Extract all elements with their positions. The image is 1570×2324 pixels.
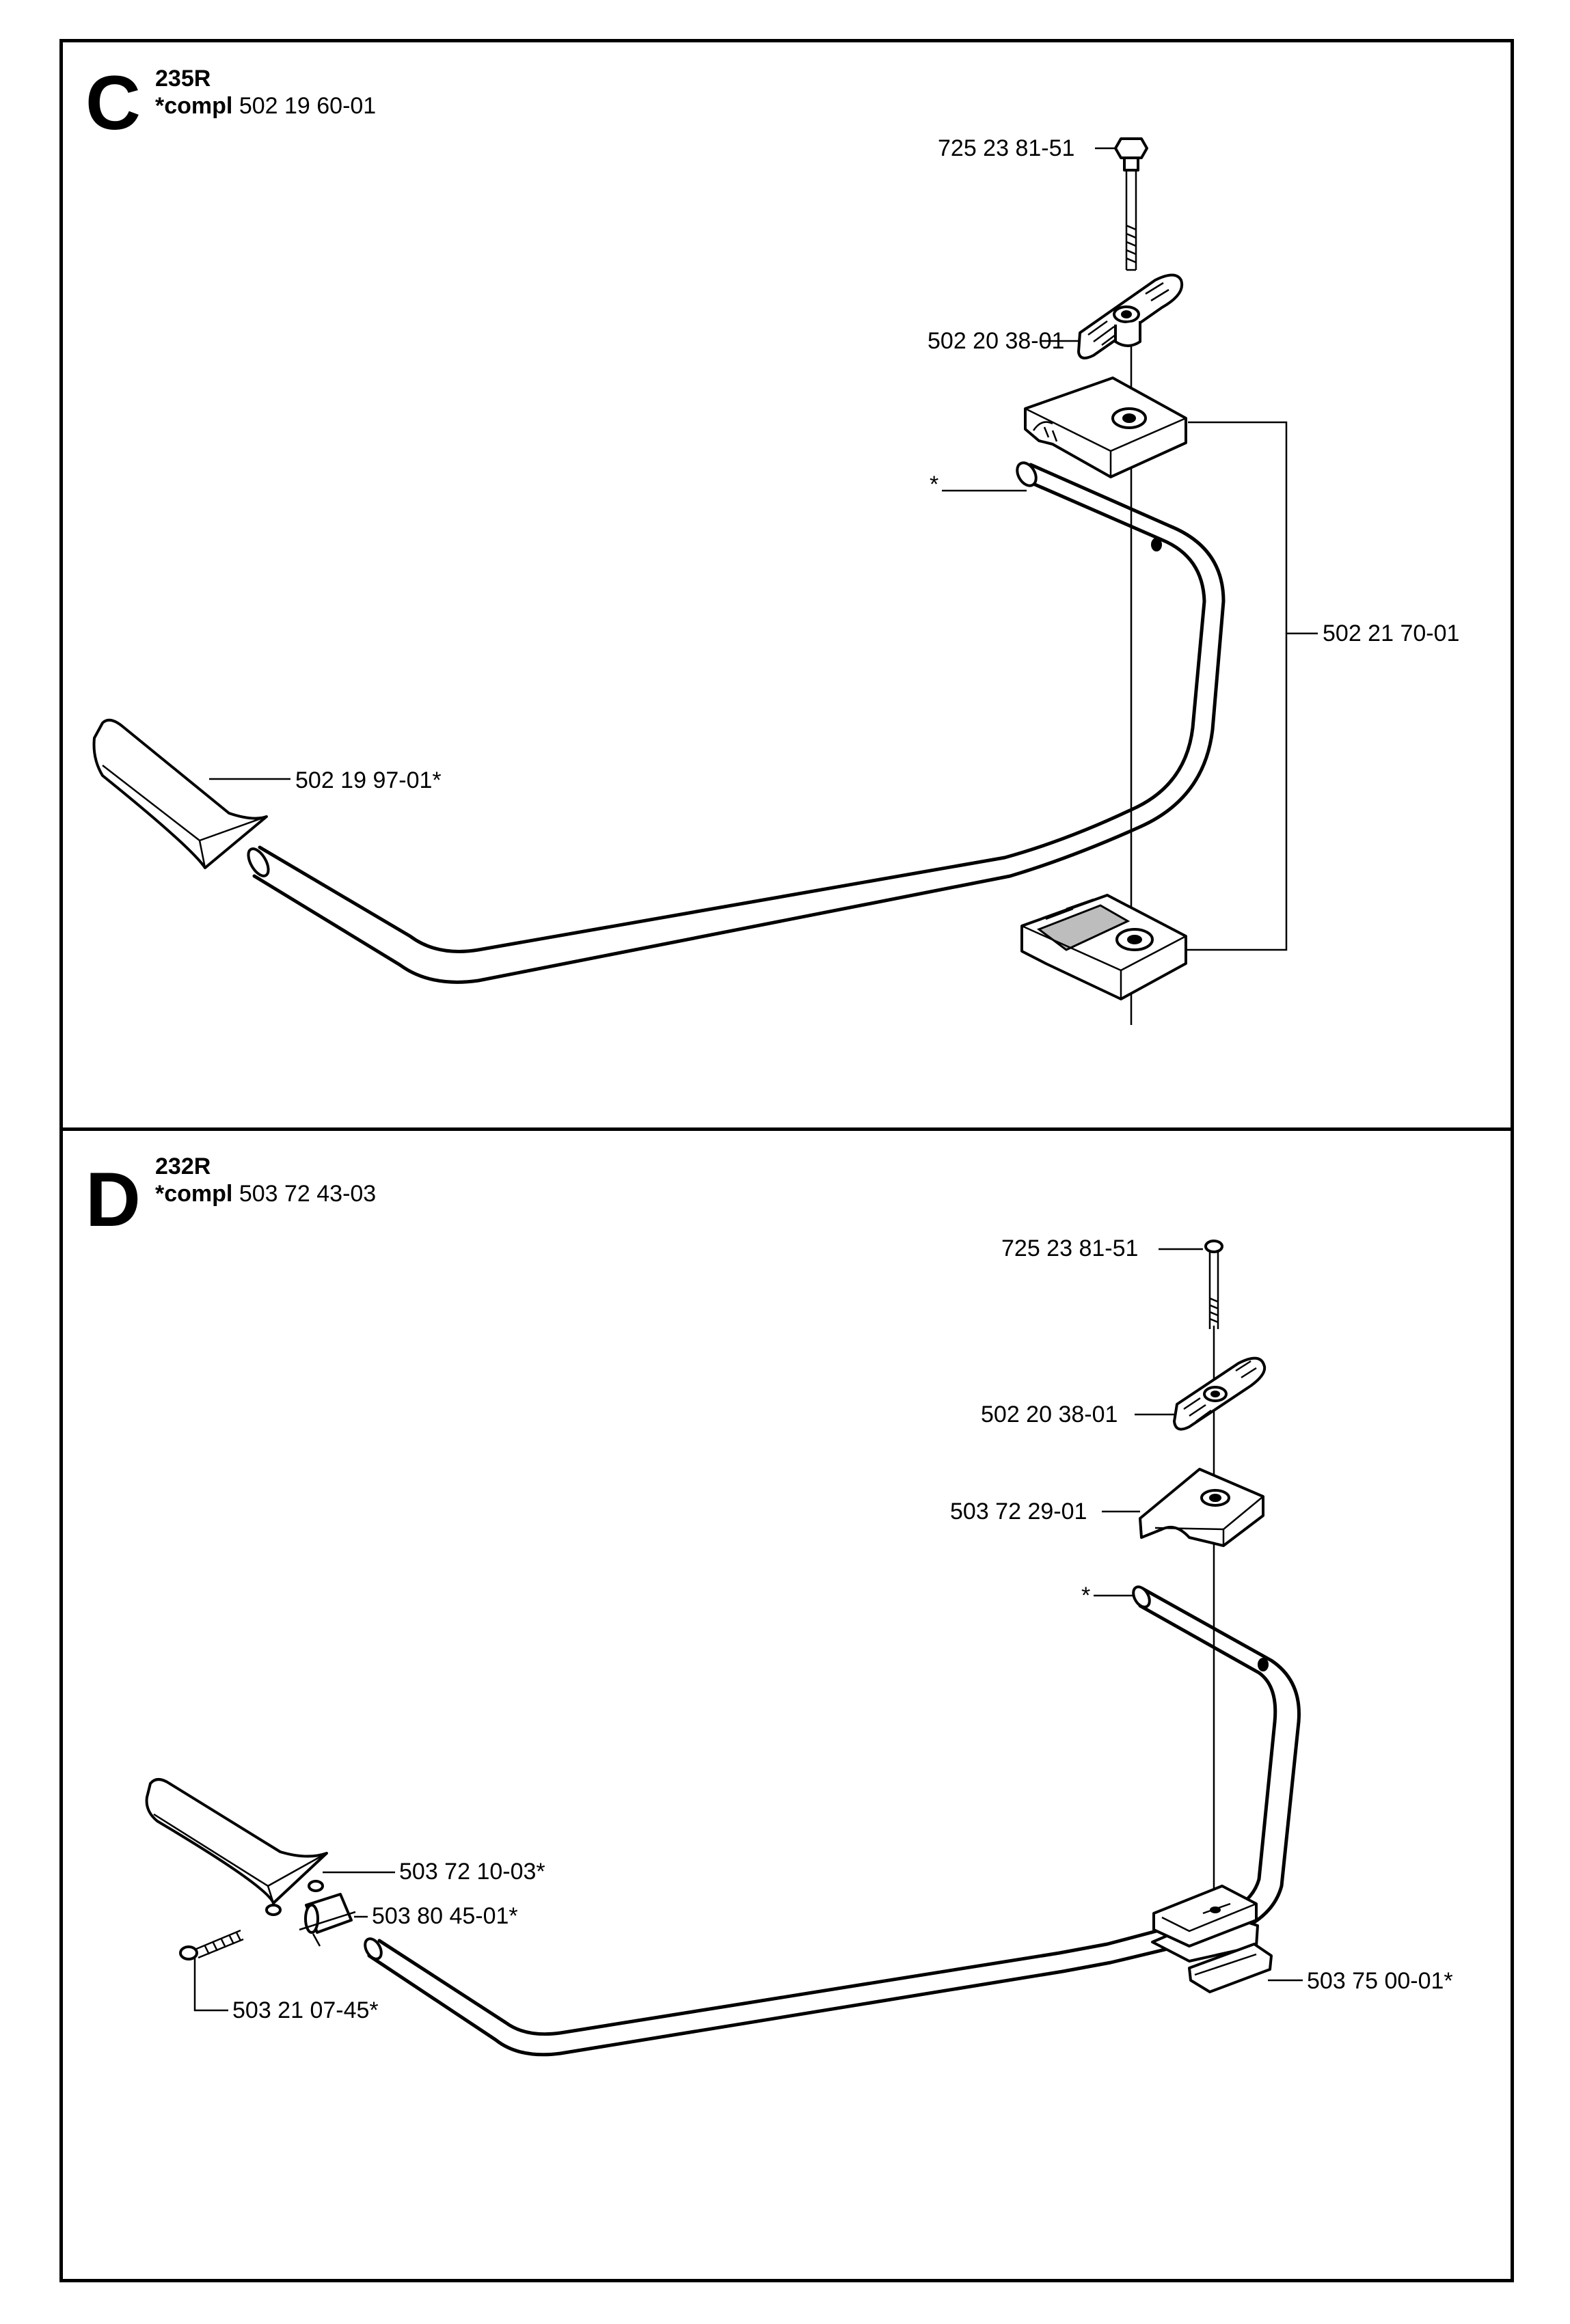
section-d-sleeve xyxy=(299,1893,356,1947)
section-c-clamp-bracket xyxy=(1186,421,1288,951)
section-d-knob-label: 502 20 38-01 xyxy=(981,1402,1118,1427)
section-d-handle-top-end xyxy=(1132,1585,1151,1609)
section-d-model: 232R xyxy=(155,1153,211,1179)
section-c-compl-prefix: *compl xyxy=(155,93,233,119)
section-c-letter: C xyxy=(85,60,141,146)
section-d-knob xyxy=(1173,1356,1267,1431)
section-c-compl-number: 502 19 60-01 xyxy=(239,93,377,119)
section-d-compl-number: 503 72 43-03 xyxy=(239,1181,377,1207)
section-c-model: 235R xyxy=(155,66,211,92)
section-divider xyxy=(59,1127,1514,1131)
section-c-handle-hole xyxy=(1151,538,1162,551)
page-frame xyxy=(59,39,1514,2282)
section-d-compl: *compl 503 72 43-03 xyxy=(155,1182,376,1205)
section-c-lower-clamp xyxy=(1020,894,1187,1000)
section-d-sleeve-label: 503 80 45-01* xyxy=(372,1903,518,1929)
section-d-screw xyxy=(179,1929,244,1960)
section-d-drawing xyxy=(145,1240,1303,2057)
section-d-bolt xyxy=(1204,1240,1223,1329)
section-d-handle-tube-outer xyxy=(367,1587,1301,2057)
section-c-knob xyxy=(1077,273,1184,359)
section-d-grip xyxy=(145,1778,328,1916)
section-d-clamp-top-label: 503 72 29-01 xyxy=(950,1499,1087,1525)
section-c-drawing xyxy=(92,137,1318,1025)
section-c-grip-label: 502 19 97-01* xyxy=(295,767,442,793)
section-d-handle-star: * xyxy=(1081,1583,1091,1609)
section-c-handle-star: * xyxy=(930,471,939,497)
section-d-clamp-top xyxy=(1139,1468,1264,1547)
section-c-compl: *compl 502 19 60-01 xyxy=(155,94,376,118)
section-d-screw-leader xyxy=(193,1956,228,2012)
section-d-clamp-bottom-label: 503 75 00-01* xyxy=(1307,1968,1453,1994)
section-c-clamp-set-label: 502 21 70-01 xyxy=(1323,620,1460,646)
section-c-bolt-label: 725 23 81-51 xyxy=(938,135,1075,161)
section-d-screw-label: 503 21 07-45* xyxy=(232,1997,379,2023)
section-c-handle-tube-outer xyxy=(258,480,1206,953)
section-c-upper-clamp xyxy=(1024,377,1187,478)
section-d-handle-tube-inner xyxy=(377,1604,1277,2036)
section-c-bolt xyxy=(1114,137,1148,271)
section-d-handle-hole xyxy=(1258,1658,1269,1671)
section-c-handle-left-end xyxy=(247,847,270,877)
section-d-grip-label: 503 72 10-03* xyxy=(399,1859,545,1885)
section-c-grip xyxy=(92,718,268,869)
section-c-handle-top-end xyxy=(1016,461,1038,487)
section-d-handle-left-end xyxy=(364,1937,383,1960)
section-c-handle-tube-inner xyxy=(252,463,1226,984)
section-d-letter: D xyxy=(85,1157,141,1242)
section-d-compl-prefix: *compl xyxy=(155,1181,233,1207)
section-d-bolt-label: 725 23 81-51 xyxy=(1001,1235,1139,1261)
section-d-clamp-bottom xyxy=(1151,1885,1273,1993)
